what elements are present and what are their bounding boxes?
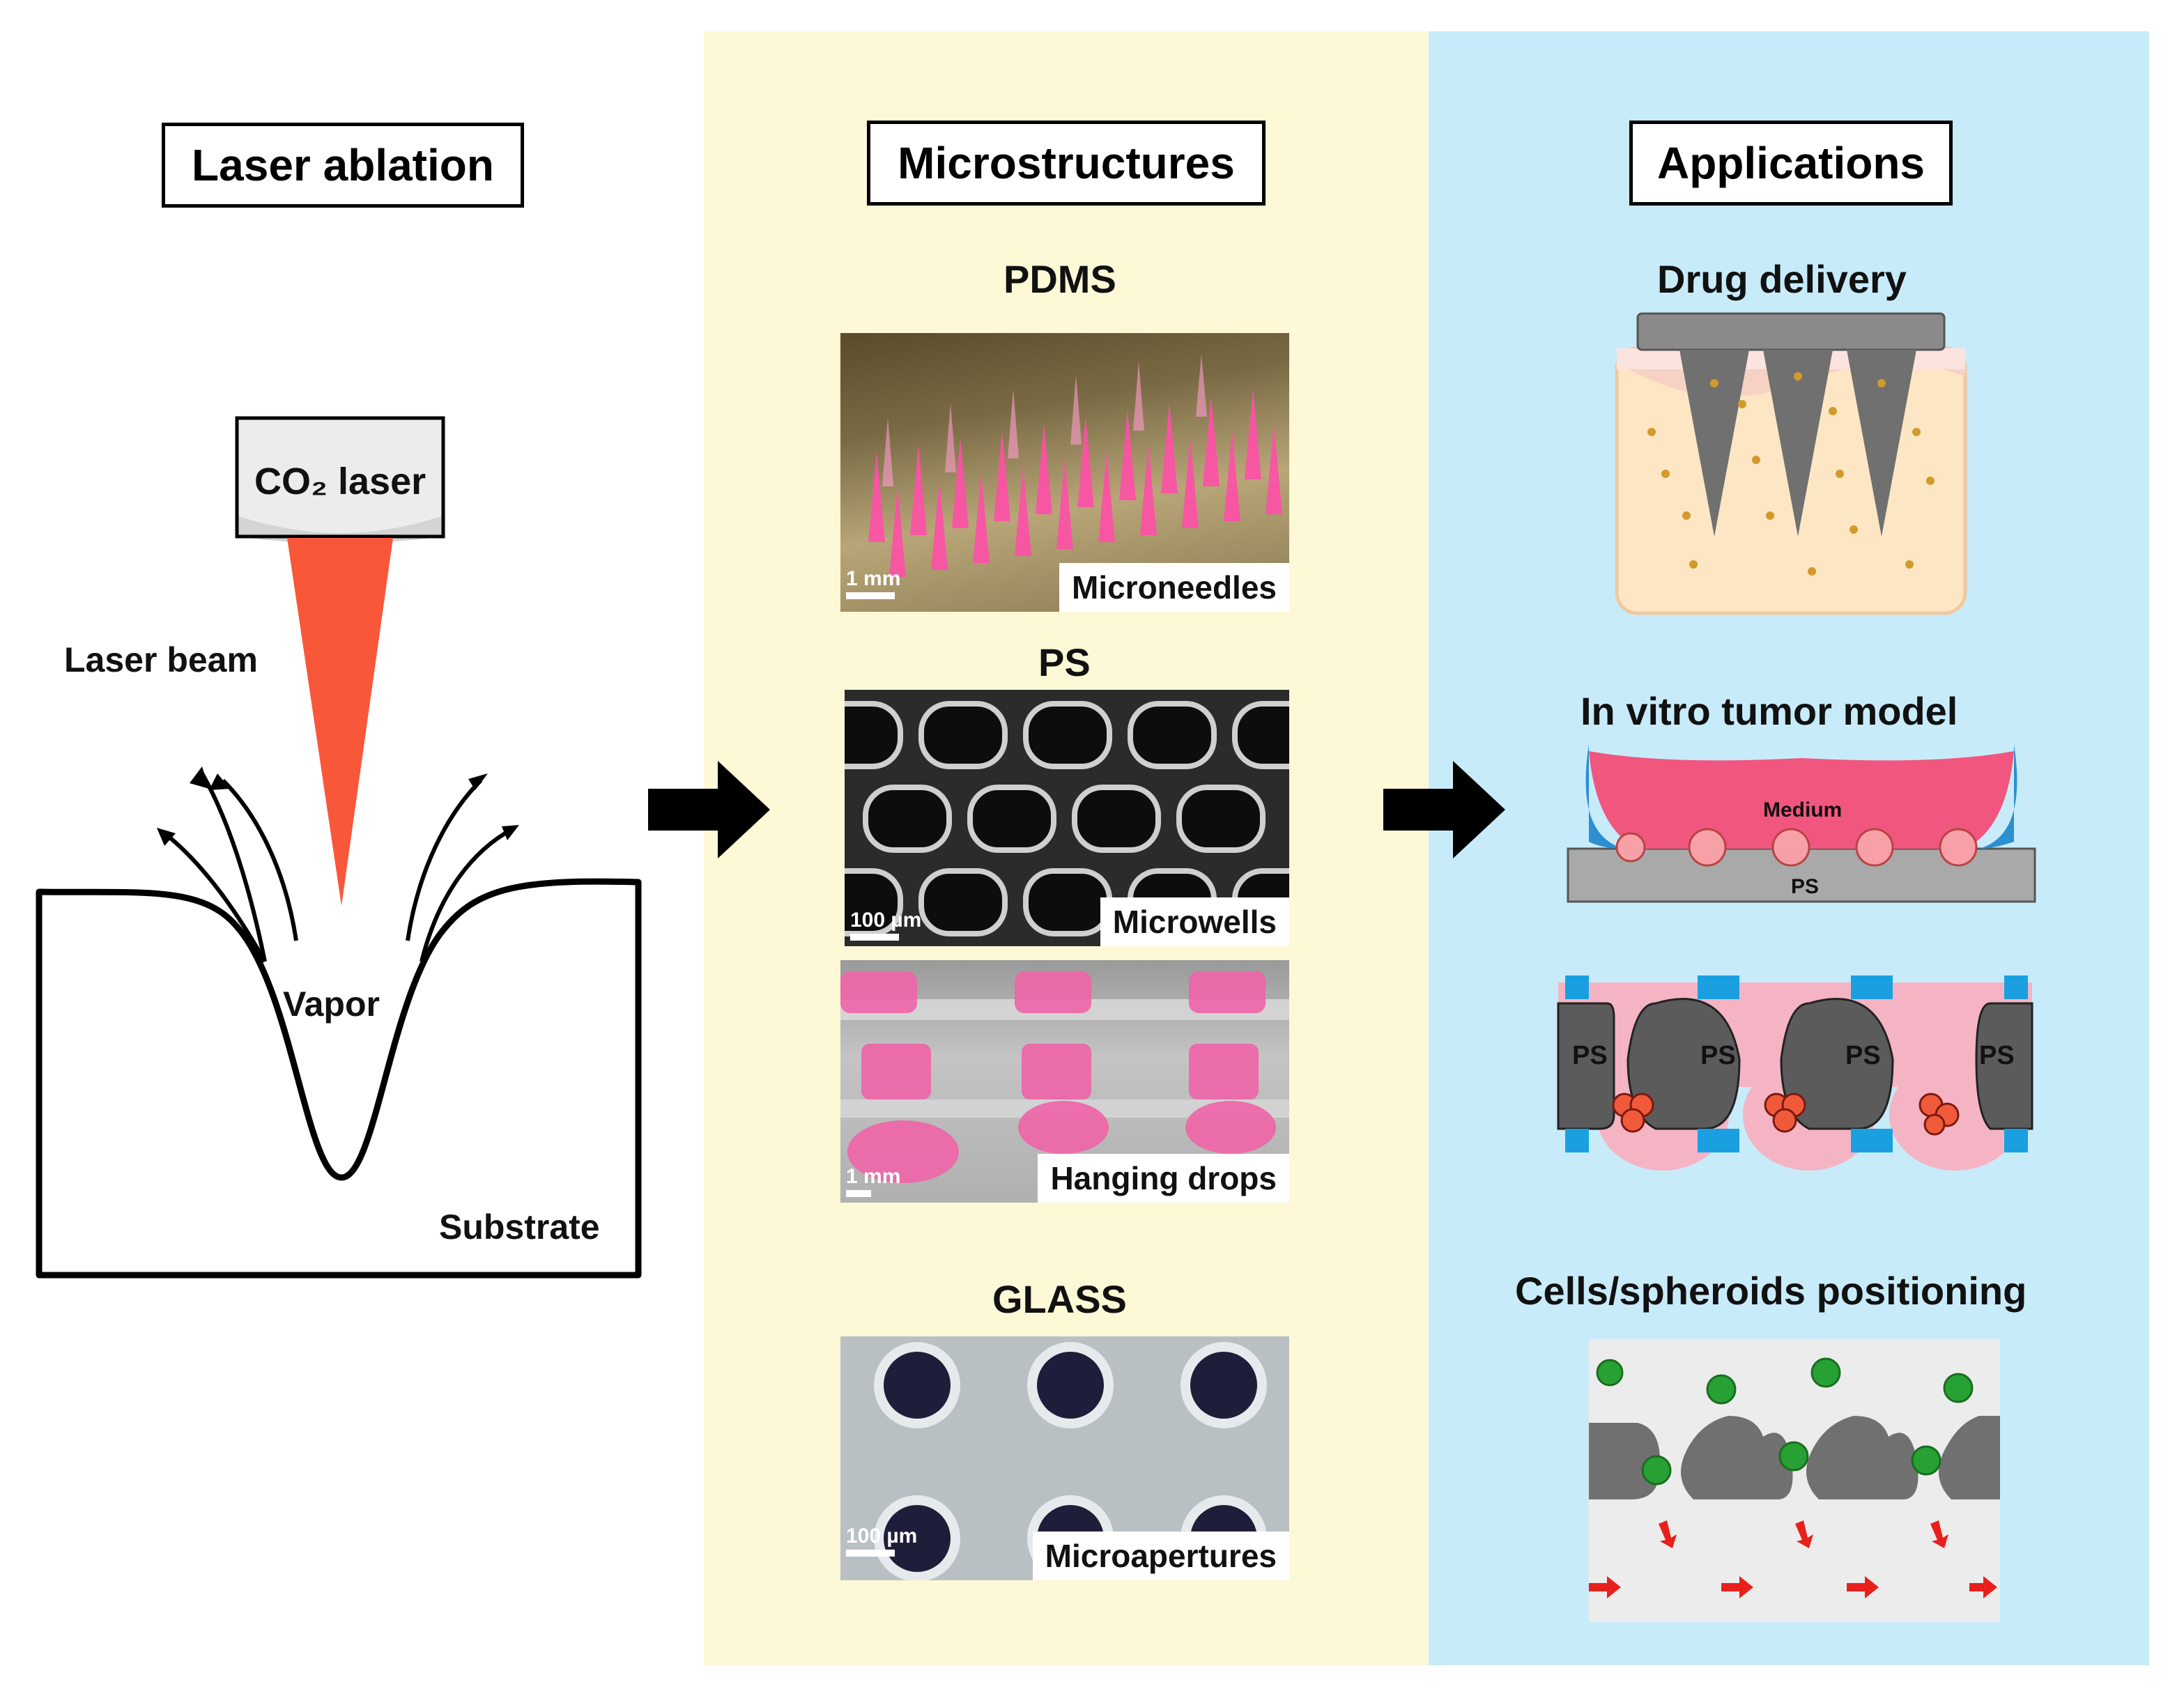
ps-block-1-label: PS [1572,1041,1608,1070]
medium-label: Medium [1763,799,1843,821]
ps-block-3-label: PS [1845,1041,1881,1070]
microwells-image: 100 µm Microwells [845,690,1289,946]
cell-positioning-illustration [1589,1339,2000,1622]
drug-delivery-illustration [1615,312,1967,615]
tumor-model-illustration [1567,744,2036,903]
ps-block-2-label: PS [1700,1041,1736,1070]
microwells-caption: Microwells [1100,897,1289,946]
microapertures-image: 100 µm Microapertures [840,1336,1289,1580]
hanging-drop-ps-illustration [1557,975,2033,1171]
glass-label: GLASS [992,1277,1127,1321]
hanging-drops-scale-bar: 1 mm [846,1165,900,1197]
applications-title: Applications [1629,121,1953,206]
ps-block-4-label: PS [1979,1041,2015,1070]
laser-beam-label: Laser beam [64,640,258,679]
microneedles-image: 1 mm Microneedles [840,333,1289,612]
vapor-arrows [162,772,514,963]
positioning-label: Cells/spheroids positioning [1515,1269,2027,1313]
ps-substrate-label: PS [1791,875,1820,898]
drug-delivery-label: Drug delivery [1657,257,1907,301]
microapertures-caption: Microapertures [1032,1532,1289,1580]
ps-label: PS [1038,640,1091,684]
hanging-drops-caption: Hanging drops [1038,1154,1289,1203]
hanging-drops-image: 1 mm Hanging drops [840,960,1289,1203]
laser-beam [287,538,393,906]
flow-arrow-2 [1383,761,1505,858]
hanging-drops-scale-label: 1 mm [846,1165,901,1188]
microapertures-scale-label: 100 µm [846,1525,918,1548]
microneedles-caption: Microneedles [1059,563,1289,612]
microwells-scale-bar: 100 µm [850,909,921,941]
flow-arrow-1 [648,761,770,858]
microwells-scale-label: 100 µm [850,909,922,932]
substrate-label: Substrate [439,1208,600,1247]
vapor-label: Vapor [283,985,380,1024]
vapor-arrowheads [157,766,519,846]
microstructures-title: Microstructures [867,121,1266,206]
laser-ablation-title: Laser ablation [162,123,524,208]
pdms-label: PDMS [1003,257,1116,301]
microneedles-scale-bar: 1 mm [846,567,900,599]
microneedles-scale-label: 1 mm [846,567,901,590]
needle-array-graphic [868,354,1282,577]
co2-laser-label: CO₂ laser [254,461,426,502]
hanging-drops-graphic [840,971,1289,1183]
tumor-model-label: In vitro tumor model [1581,689,1958,733]
microapertures-scale-bar: 100 µm [846,1525,917,1557]
